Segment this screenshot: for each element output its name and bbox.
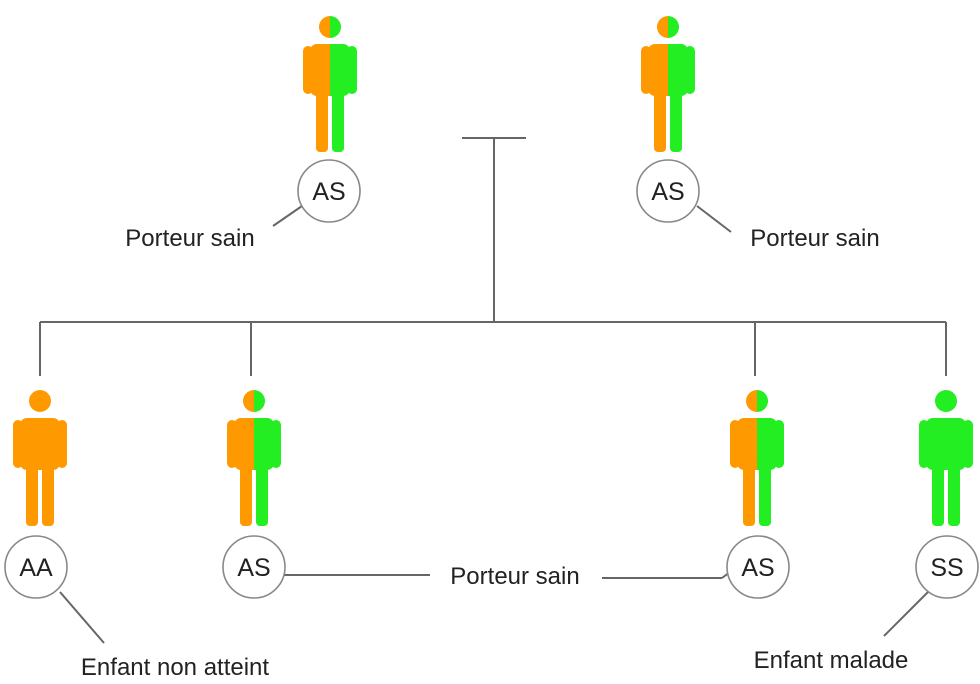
child-1-leader-line [59,591,105,644]
genotype-label: AS [237,554,270,582]
genotype-label: AS [741,554,774,582]
child-2: AS [222,390,286,599]
parent-label: Porteur sain [125,225,254,252]
person-icon [641,16,695,152]
parent-1-leader-line [272,205,303,227]
child-label: Enfant non atteint [81,654,269,681]
child-1: AA Enfant non atteint [4,390,269,681]
parent-1: AS Porteur sain [125,16,361,252]
child-4-leader-line [883,591,929,637]
person-icon [919,390,973,526]
genotype-circle [297,159,361,223]
parent-2: AS Porteur sain [636,16,880,252]
person-icon [13,390,67,526]
genotype-circle [636,159,700,223]
genotype-label: AA [19,554,53,582]
person-icon [227,390,281,526]
child-4: SS Enfant malade [754,390,979,674]
child-label: Enfant malade [754,647,909,674]
genotype-label: SS [930,554,963,582]
person-icon [303,16,357,152]
shared-carrier-label: Porteur sain [450,563,579,590]
genotype-circle [726,535,790,599]
genotype-circle [222,535,286,599]
person-icon [730,390,784,526]
parent-label: Porteur sain [750,225,879,252]
genotype-circle [915,535,979,599]
genotype-label: AS [651,178,684,206]
child-3: AS [726,390,790,599]
genotype-circle [4,535,68,599]
parent-2-leader-line [696,205,732,233]
genotype-label: AS [312,178,345,206]
